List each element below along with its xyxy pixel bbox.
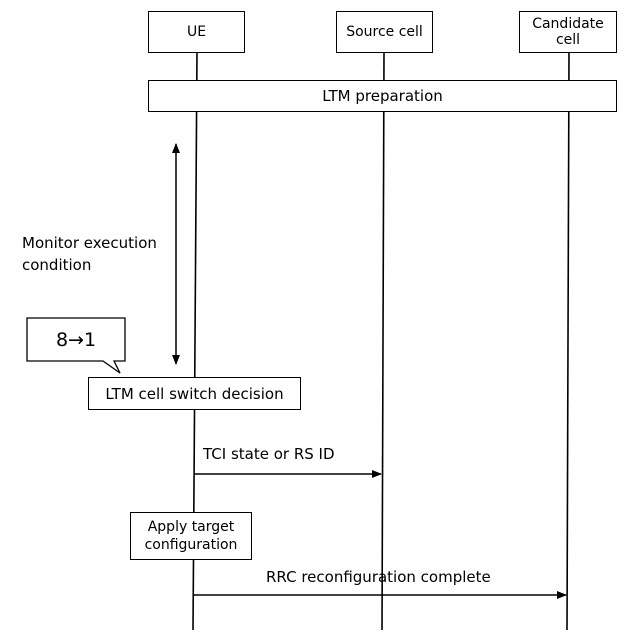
monitor-label-line-1: Monitor execution (22, 232, 157, 254)
ltm-cell-switch-decision-box: LTM cell switch decision (88, 377, 301, 410)
message-label-tci-state: TCI state or RS ID (203, 443, 335, 465)
participant-source-cell-label: Source cell (346, 24, 423, 40)
participant-candidate-cell-label: Candidate cell (532, 16, 604, 48)
monitor-label-line-2: condition (22, 254, 157, 276)
lifeline-candidate-cell (567, 52, 569, 630)
ltm-cell-switch-decision-label: LTM cell switch decision (105, 386, 283, 402)
participant-ue-label: UE (187, 24, 206, 40)
callout-text: 8→1 (27, 318, 125, 361)
lifeline-source-cell (382, 52, 384, 630)
participant-candidate-cell: Candidate cell (519, 11, 617, 53)
participant-source-cell: Source cell (336, 11, 433, 53)
ltm-preparation-label: LTM preparation (322, 88, 443, 104)
apply-target-configuration-box: Apply target configuration (130, 512, 252, 560)
message-label-rrc-complete: RRC reconfiguration complete (266, 566, 491, 588)
participant-ue: UE (148, 11, 245, 53)
apply-label-line-1: Apply target (145, 518, 238, 536)
apply-label-line-2: configuration (145, 536, 238, 554)
ltm-preparation-bar: LTM preparation (148, 80, 617, 112)
monitor-execution-label: Monitor execution condition (22, 232, 157, 276)
